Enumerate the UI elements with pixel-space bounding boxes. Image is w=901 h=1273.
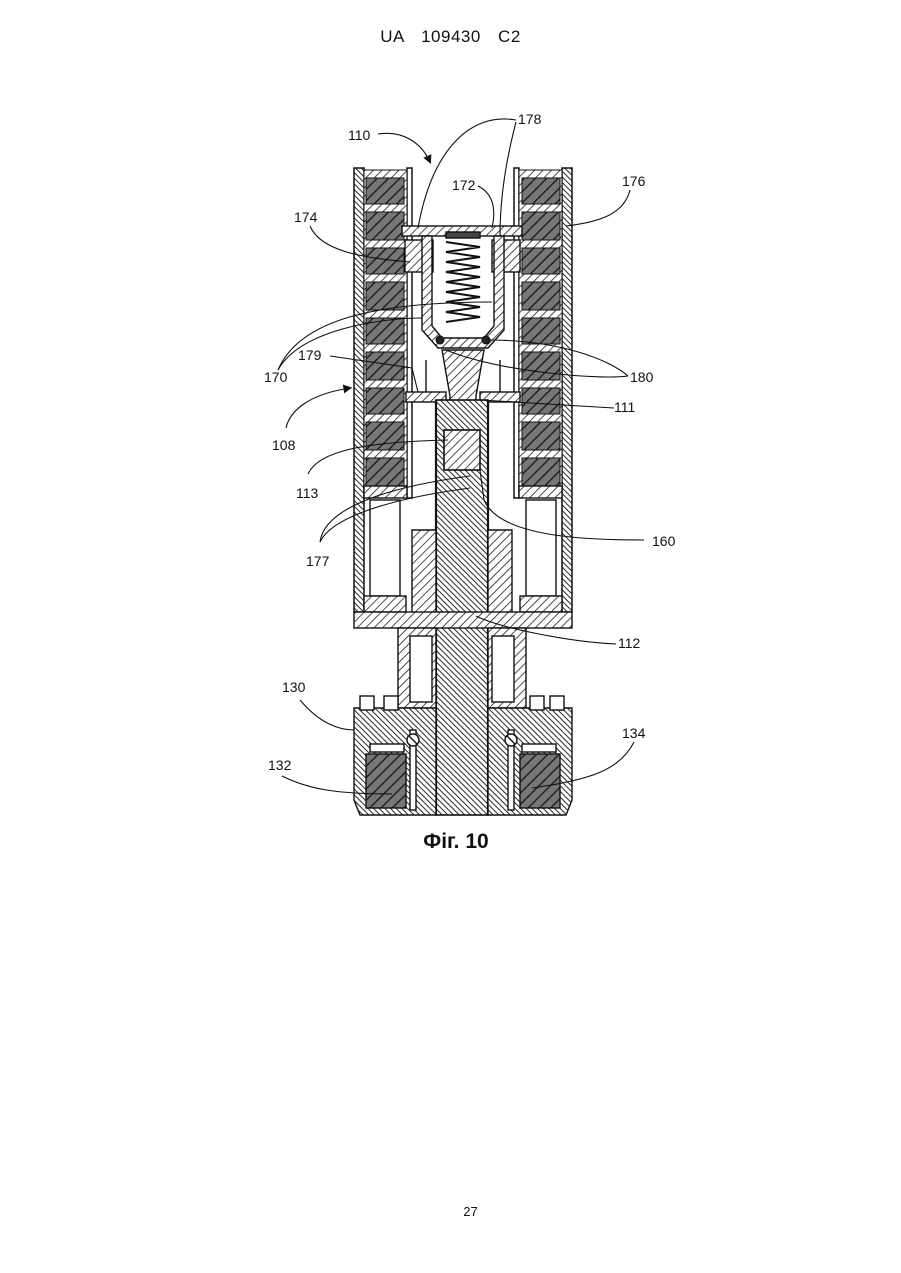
label-110: 110 (348, 127, 371, 143)
spring (446, 242, 480, 322)
figure-caption: Фіг. 10 (0, 830, 901, 854)
label-170: 170 (264, 369, 288, 385)
coil-stack-left (364, 170, 407, 498)
page-number: 27 (0, 1204, 901, 1219)
central-shaft (436, 400, 488, 815)
label-174: 174 (294, 209, 318, 225)
label-176: 176 (622, 173, 646, 189)
label-180: 180 (630, 369, 654, 385)
label-172: 172 (452, 177, 476, 193)
label-113: 113 (296, 485, 319, 501)
label-178: 178 (518, 111, 542, 127)
label-130: 130 (282, 679, 306, 695)
label-160: 160 (652, 533, 676, 549)
label-108: 108 (272, 437, 296, 453)
label-112: 112 (618, 635, 641, 651)
label-179: 179 (298, 347, 322, 363)
label-177: 177 (306, 553, 330, 569)
coil-stack-right (519, 170, 562, 498)
label-132: 132 (268, 757, 292, 773)
label-111: 111 (614, 399, 635, 415)
label-134: 134 (622, 725, 646, 741)
